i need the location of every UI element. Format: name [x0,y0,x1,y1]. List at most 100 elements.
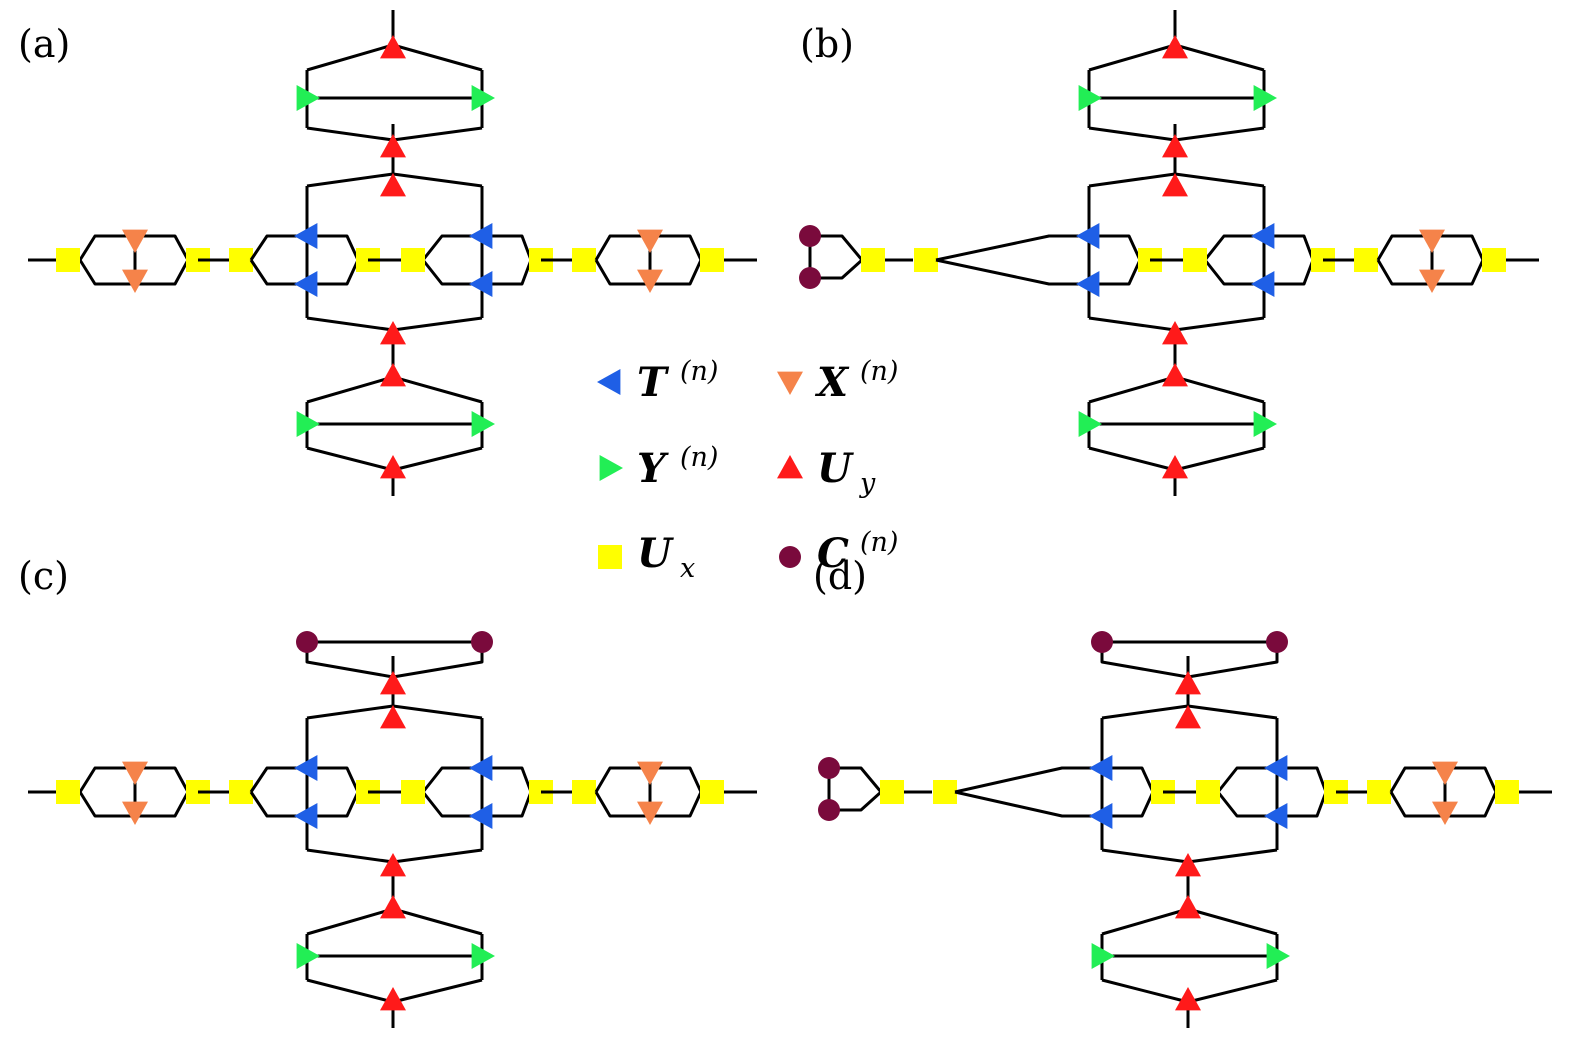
x-triangle [122,229,148,253]
y-triangle [296,85,320,111]
uy-triangle [380,134,406,158]
uy-triangle [1175,987,1201,1011]
legend-superscript: (n) [860,356,898,387]
bond-line [935,234,1142,262]
t-triangle [1264,755,1288,781]
uy-triangle [380,671,406,695]
legend-uy-icon [777,455,803,479]
c-circle [1091,631,1113,653]
ux-square [572,780,596,804]
uy-triangle [1162,321,1188,345]
x-triangle [1419,229,1445,253]
panel-label: (d) [813,554,867,598]
uy-triangle [1162,173,1188,197]
ux-square [700,248,724,272]
ux-square [56,248,80,272]
uy-triangle [380,363,406,387]
panel-label: (c) [18,554,69,598]
x-triangle [122,269,148,293]
ux-square [700,780,724,804]
c-circle [296,631,318,653]
y-triangle [471,85,495,111]
ux-square [56,780,80,804]
y-triangle [1078,85,1102,111]
panel-d: (d) [813,554,1552,1028]
legend-symbol: X [814,359,850,406]
t-triangle [294,223,318,249]
t-triangle [294,803,318,829]
y-triangle [1266,943,1290,969]
legend-item-X: X (n) [777,356,898,406]
legend-y-icon [599,455,623,481]
uy-triangle [380,895,406,919]
uy-triangle [380,705,406,729]
legend-subscript: y [859,468,876,499]
panels: (a) (b) (c) (d) [18,10,1552,1028]
legend-symbol: T [637,359,670,406]
t-triangle [1264,803,1288,829]
y-triangle [1253,411,1277,437]
x-triangle [1419,269,1445,293]
ux-square [401,780,425,804]
c-circle [799,267,821,289]
uy-triangle [1175,705,1201,729]
y-triangle [471,943,495,969]
uy-triangle [380,173,406,197]
c-circle [818,757,840,779]
ux-square [1196,780,1220,804]
legend-superscript: (n) [860,527,898,558]
legend-superscript: (n) [680,442,718,473]
uy-triangle [1175,671,1201,695]
panel-c: (c) [18,554,757,1028]
legend-symbol: Y [637,445,669,492]
y-triangle [1078,411,1102,437]
ux-square [1183,248,1207,272]
uy-triangle [1162,134,1188,158]
c-circle [1266,631,1288,653]
ux-square [598,545,622,569]
uy-triangle [380,853,406,877]
t-triangle [1076,271,1100,297]
uy-triangle [380,35,406,59]
ux-square [572,248,596,272]
y-triangle [1253,85,1277,111]
t-triangle [294,271,318,297]
t-triangle [1076,223,1100,249]
c-circle [471,631,493,653]
legend-superscript: (n) [680,356,718,387]
uy-triangle [1162,363,1188,387]
t-triangle [1089,755,1113,781]
panel-label: (a) [18,22,70,66]
ux-square [861,248,885,272]
uy-triangle [380,455,406,479]
c-circle [779,546,801,568]
legend-item-Y: Y (n) [599,442,718,492]
t-triangle [1089,803,1113,829]
t-triangle [469,271,493,297]
y-triangle [471,411,495,437]
legend-symbol: C [817,530,849,577]
bond-line [954,790,1155,818]
ux-square [914,248,938,272]
legend-symbol: U [817,445,854,492]
uy-triangle [1162,455,1188,479]
x-triangle [637,761,663,785]
panel-b: (b) [799,10,1539,496]
panel-label: (b) [800,22,854,66]
x-triangle [1432,761,1458,785]
legend-symbol: U [637,530,674,577]
t-triangle [469,755,493,781]
legend-subscript: x [680,553,695,584]
x-triangle [637,801,663,825]
ux-square [1367,780,1391,804]
ux-square [401,248,425,272]
uy-triangle [380,987,406,1011]
ux-square [933,780,957,804]
x-triangle [637,269,663,293]
ux-square [229,248,253,272]
legend-item-T: T (n) [597,356,718,406]
